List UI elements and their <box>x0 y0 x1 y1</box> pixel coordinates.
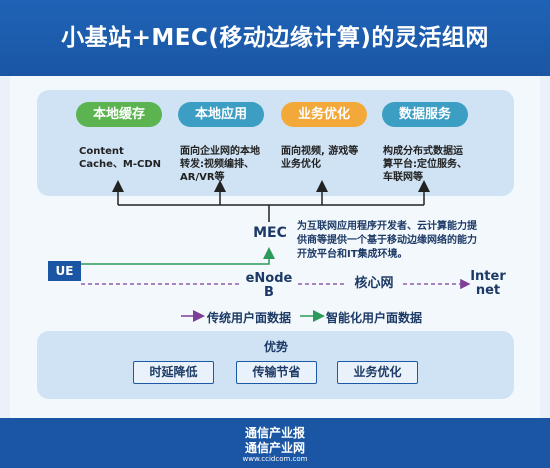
core-network-label: 核心网 <box>345 277 403 291</box>
footer-logo-line2: 通信产业网 <box>244 441 305 455</box>
advantages-title: 优势 <box>263 340 288 354</box>
legend-smart-label: 智能化用户面数据 <box>326 311 423 325</box>
service-desc-data-service: 构成分布式数据运 算平台:定位服务、 车联网等 <box>383 146 467 183</box>
footer-url: www.ccidcom.com <box>242 455 308 463</box>
ue-box: UE <box>48 261 81 281</box>
footer-logo-line1: 通信产业报 <box>244 426 305 440</box>
mec-label: MEC <box>253 225 287 241</box>
service-desc-local-cache: Content Cache、M-CDN <box>79 146 162 170</box>
internet-label: Inter net <box>470 269 506 298</box>
mec-description: 为互联网应用程序开发者、云计算能力提 供商等提供一个基于移动边缘网络的能力 开放… <box>297 221 477 260</box>
advantage-service-optimization: 业务优化 <box>337 361 418 384</box>
service-pill-local-cache: 本地缓存 <box>76 102 162 127</box>
diagram-title: 小基站+MEC(移动边缘计算)的灵活组网 <box>61 25 489 51</box>
service-pill-data-service: 数据服务 <box>382 102 468 127</box>
footer-banner: 通信产业报 通信产业网 www.ccidcom.com <box>0 418 550 468</box>
header-banner: 小基站+MEC(移动边缘计算)的灵活组网 <box>0 0 550 76</box>
enodeb-label: eNode B <box>242 272 296 300</box>
advantage-latency-reduced: 时延降低 <box>133 361 214 384</box>
service-desc-optimization: 面向视频, 游戏等 业务优化 <box>281 146 359 170</box>
smart-data-path <box>81 247 275 265</box>
service-desc-local-app: 面向企业网的本地 转发:视频编排、 AR/VR等 <box>180 146 260 183</box>
service-pill-optimization: 业务优化 <box>281 102 367 127</box>
service-pill-local-app: 本地应用 <box>178 102 264 127</box>
advantage-transport-saving: 传输节省 <box>236 361 317 384</box>
legend-traditional-label: 传统用户面数据 <box>207 311 292 325</box>
